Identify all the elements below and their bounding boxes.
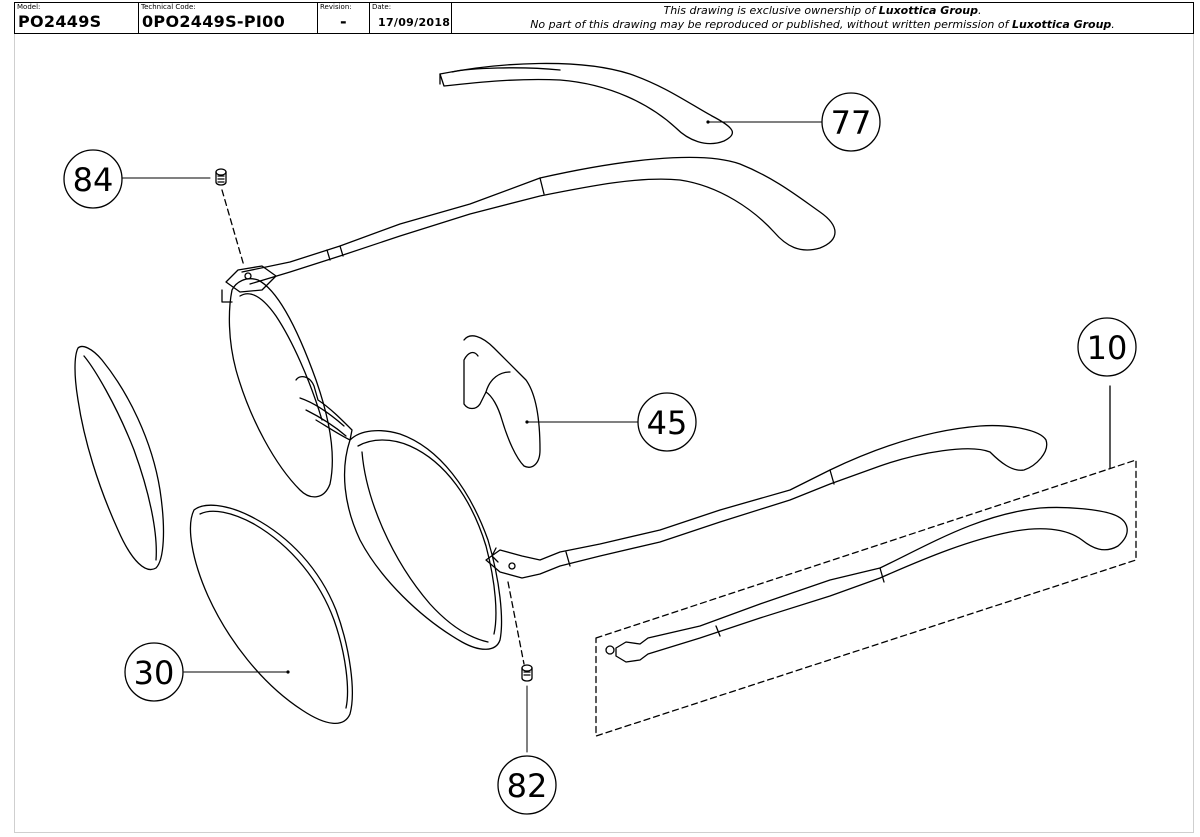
callout-82: 82 — [497, 755, 557, 815]
technical-code-cell: Technical Code: 0PO2449S-PI00 — [139, 3, 318, 33]
date-cell: Date: 17/09/2018 — [370, 3, 452, 33]
callout-bubbles: 77 84 10 45 30 82 — [63, 92, 1137, 815]
callout-30-label: 30 — [134, 654, 175, 692]
upper-hinge-block — [221, 265, 277, 303]
part-45-nose-pad — [463, 335, 541, 468]
revision-cell: Revision: - — [318, 3, 370, 33]
assembled-right-lens — [343, 429, 503, 650]
date-value: 17/09/2018 — [378, 16, 451, 29]
technical-code-label: Technical Code: — [141, 3, 196, 11]
part-84-hinge-screw — [215, 168, 245, 267]
assembled-left-lens — [228, 278, 333, 498]
bridge — [295, 375, 353, 441]
leader-lines — [121, 121, 823, 753]
revision-label: Revision: — [320, 3, 352, 11]
callout-10: 10 — [1077, 317, 1137, 377]
notice-line-1: This drawing is exclusive ownership of L… — [663, 4, 982, 17]
callout-45: 45 — [637, 392, 697, 452]
part-77-temple-tip — [439, 62, 734, 145]
model-cell: Model: PO2449S — [15, 3, 139, 33]
model-value: PO2449S — [18, 12, 102, 31]
callout-45-label: 45 — [647, 404, 688, 442]
right-temple-assembled — [485, 424, 1048, 579]
date-label: Date: — [372, 3, 392, 11]
callout-77-label: 77 — [831, 104, 872, 142]
callout-84: 84 — [63, 149, 123, 209]
title-block: Model: PO2449S Technical Code: 0PO2449S-… — [14, 2, 1194, 34]
callout-82-label: 82 — [507, 767, 548, 805]
part-10-right-temple — [595, 385, 1137, 737]
technical-code-value: 0PO2449S-PI00 — [142, 12, 286, 31]
part-82-hinge-screw — [507, 581, 533, 682]
part-30-lenses — [74, 345, 353, 724]
callout-10-label: 10 — [1087, 329, 1128, 367]
ownership-notice: This drawing is exclusive ownership of L… — [452, 3, 1193, 33]
revision-value: - — [340, 12, 347, 31]
left-temple — [241, 156, 836, 285]
callout-30: 30 — [124, 642, 184, 702]
notice-line-2: No part of this drawing may be reproduce… — [530, 18, 1115, 31]
model-label: Model: — [17, 3, 41, 11]
callout-84-label: 84 — [73, 161, 114, 199]
callout-77: 77 — [821, 92, 881, 152]
